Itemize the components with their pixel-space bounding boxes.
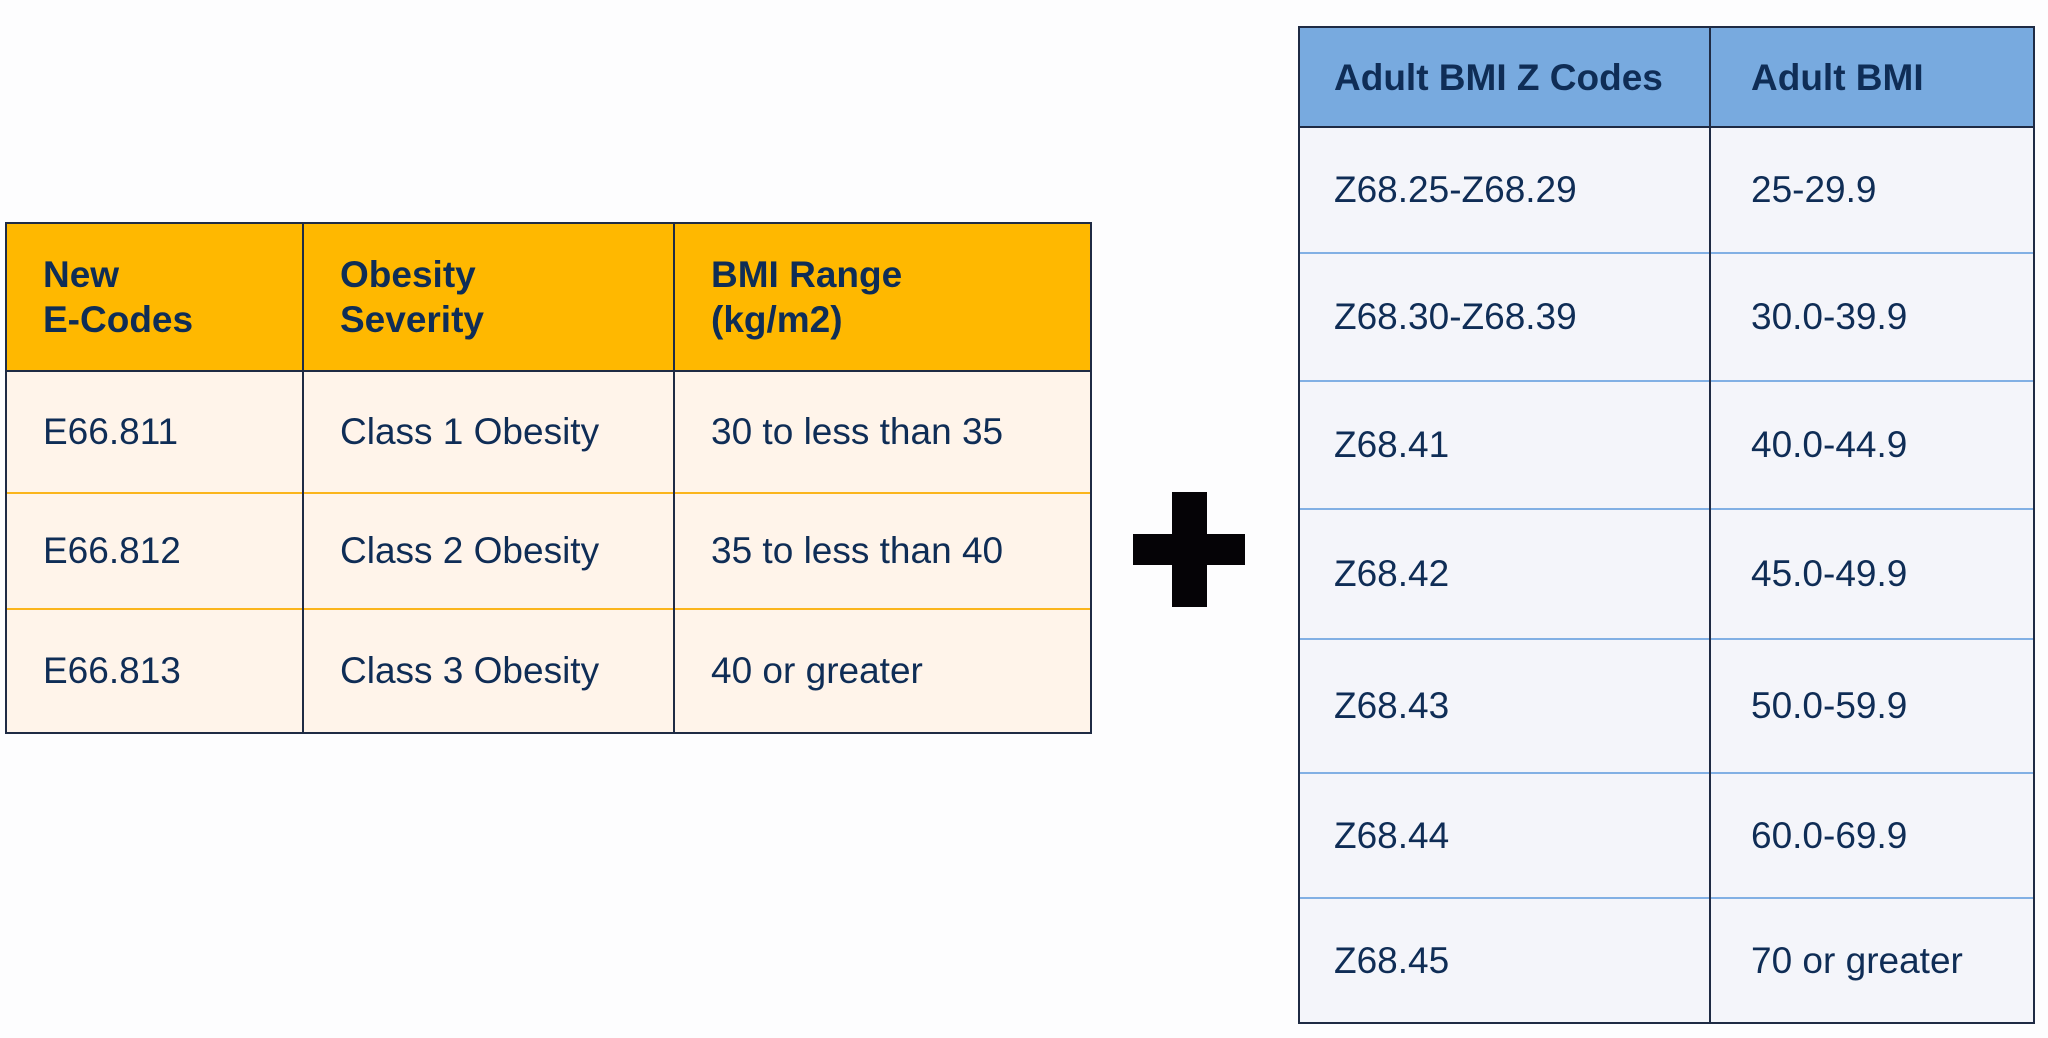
table-row: E66.811 Class 1 Obesity 30 to less than … [5,370,1092,493]
header-adult-bmi: Adult BMI [1709,26,2035,128]
header-line: Severity [340,299,484,340]
table-row: Z68.25-Z68.29 25-29.9 [1298,126,2035,253]
z-code-cell: Z68.25-Z68.29 [1298,126,1711,253]
header-adult-bmi-z-codes: Adult BMI Z Codes [1298,26,1711,128]
z-code-cell: Z68.44 [1298,772,1711,898]
table-row: Z68.45 70 or greater [1298,897,2035,1023]
bmi-range-cell: 35 to less than 40 [673,492,1092,609]
plus-icon [1133,492,1245,607]
header-line: New [43,254,120,295]
adult-bmi-cell: 70 or greater [1709,897,2035,1023]
z-code-cell: Z68.42 [1298,508,1711,639]
table-row: Z68.41 40.0-44.9 [1298,380,2035,509]
header-line: (kg/m2) [711,299,843,340]
e-code-cell: E66.811 [5,370,304,493]
e-code-cell: E66.813 [5,608,304,733]
adult-bmi-cell: 40.0-44.9 [1709,380,2035,509]
header-line: BMI Range [711,254,903,295]
z-code-cell: Z68.43 [1298,638,1711,773]
adult-bmi-cell: 30.0-39.9 [1709,252,2035,381]
table-header-row: Adult BMI Z Codes Adult BMI [1298,26,2035,128]
header-line: Obesity [340,254,476,295]
table-row: Z68.43 50.0-59.9 [1298,638,2035,773]
bmi-range-cell: 30 to less than 35 [673,370,1092,493]
table-row: Z68.30-Z68.39 30.0-39.9 [1298,252,2035,381]
adult-bmi-cell: 25-29.9 [1709,126,2035,253]
adult-bmi-cell: 50.0-59.9 [1709,638,2035,773]
z-code-cell: Z68.30-Z68.39 [1298,252,1711,381]
severity-cell: Class 2 Obesity [302,492,675,609]
e-code-cell: E66.812 [5,492,304,609]
z-code-cell: Z68.45 [1298,897,1711,1023]
header-bmi-range: BMI Range(kg/m2) [673,222,1092,372]
z-codes-table: Adult BMI Z Codes Adult BMI Z68.25-Z68.2… [1298,26,2035,1024]
severity-cell: Class 3 Obesity [302,608,675,733]
table-row: E66.812 Class 2 Obesity 35 to less than … [5,492,1092,609]
table-row: Z68.44 60.0-69.9 [1298,772,2035,898]
plus-vertical-bar [1172,492,1207,607]
header-line: E-Codes [43,299,194,340]
z-code-cell: Z68.41 [1298,380,1711,509]
adult-bmi-cell: 60.0-69.9 [1709,772,2035,898]
severity-cell: Class 1 Obesity [302,370,675,493]
bmi-range-cell: 40 or greater [673,608,1092,733]
adult-bmi-cell: 45.0-49.9 [1709,508,2035,639]
table-row: Z68.42 45.0-49.9 [1298,508,2035,639]
table-row: E66.813 Class 3 Obesity 40 or greater [5,608,1092,733]
